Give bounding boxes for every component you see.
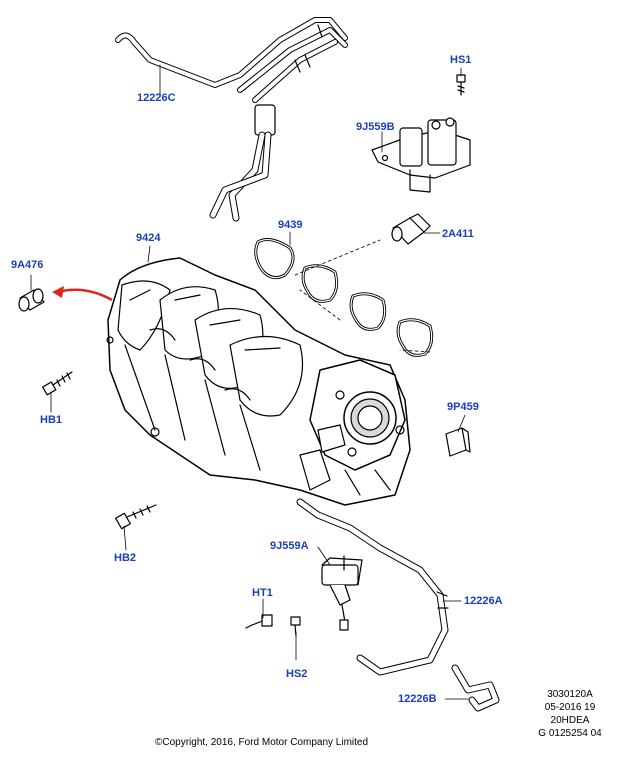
callout-hs1: HS1 bbox=[450, 54, 472, 66]
sleeve-9a476-drawing bbox=[18, 288, 45, 312]
callout-9424: 9424 bbox=[136, 232, 161, 244]
seal-9p459-drawing bbox=[445, 427, 471, 457]
ref-line-2: 05-2016 19 bbox=[544, 702, 596, 713]
ref-line-1: 3030120A bbox=[547, 689, 593, 700]
callout-9a476: 9A476 bbox=[11, 259, 44, 271]
callout-12226b: 12226B bbox=[398, 693, 437, 705]
callout-9p459: 9P459 bbox=[447, 401, 479, 413]
solenoid-9j559b-drawing bbox=[371, 117, 471, 193]
sensor-2a411-drawing bbox=[391, 213, 431, 245]
leader-lines bbox=[30, 64, 469, 700]
callout-ht1: HT1 bbox=[252, 587, 273, 599]
red-arrow bbox=[52, 286, 113, 302]
callout-9j559b: 9J559B bbox=[356, 121, 395, 133]
callout-9439: 9439 bbox=[278, 219, 303, 231]
solenoid-9j559a-drawing bbox=[321, 555, 363, 631]
bolt-ht1-drawing bbox=[245, 614, 273, 629]
hose-12226b-drawing bbox=[451, 664, 500, 712]
callout-12226c: 12226C bbox=[137, 92, 176, 104]
callout-2a411: 2A411 bbox=[442, 228, 474, 240]
port-gaskets-drawing bbox=[301, 264, 434, 357]
gasket-9439-drawing bbox=[254, 238, 295, 280]
bolt-hb2-drawing bbox=[115, 504, 157, 530]
ref-line-4: G 0125254 04 bbox=[538, 728, 602, 739]
bolt-hs2-drawing bbox=[290, 616, 301, 637]
bolt-hs1-drawing bbox=[456, 74, 466, 96]
callout-hb2: HB2 bbox=[114, 552, 137, 564]
callout-hs2: HS2 bbox=[286, 668, 308, 680]
callout-9j559a: 9J559A bbox=[270, 540, 309, 552]
manifold-9424-drawing bbox=[106, 257, 411, 506]
bolt-hb1-drawing bbox=[42, 371, 73, 396]
hose-12226c-drawing bbox=[115, 17, 348, 222]
hose-12226a-drawing bbox=[296, 498, 449, 676]
copyright-notice: ©Copyright, 2016, Ford Motor Company Lim… bbox=[155, 737, 369, 748]
ref-line-3: 20HDEA bbox=[550, 715, 590, 726]
callout-hb1: HB1 bbox=[40, 414, 63, 426]
callout-12226a: 12226A bbox=[464, 595, 503, 607]
